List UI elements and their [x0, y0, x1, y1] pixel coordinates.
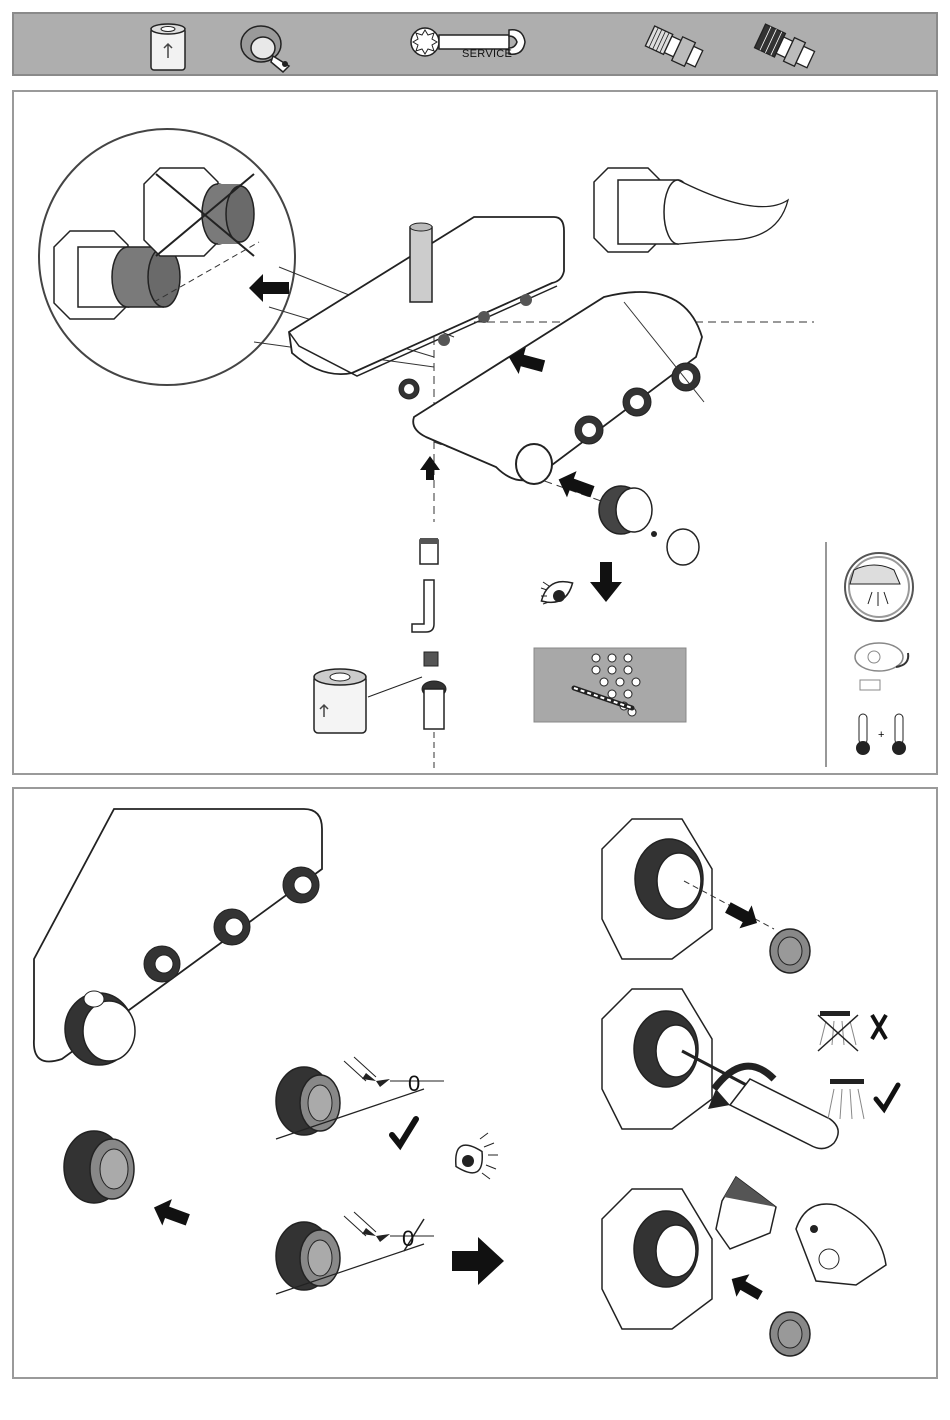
spray-off-icon	[818, 1011, 886, 1051]
grease-tube-icon	[151, 24, 185, 70]
cartridge-icon	[645, 24, 705, 70]
filter-detail	[534, 648, 686, 722]
knob-gap-bad	[276, 1212, 434, 1294]
cartridge-alt-icon	[755, 24, 817, 71]
reassembly-step	[602, 1177, 886, 1356]
panel2-illustration	[14, 789, 938, 1379]
spray-on-icon	[828, 1079, 898, 1119]
panel-cartridge-removal: +	[12, 90, 938, 775]
tool-stack	[412, 456, 446, 772]
service-label: SERVICE	[462, 48, 512, 60]
inspect-eye-icon	[537, 575, 577, 609]
panel1-illustration: +	[14, 92, 938, 775]
check-mark-icon	[392, 1119, 416, 1145]
shower-head-icon	[845, 553, 913, 621]
thermometer-hot-cold-icon: +	[856, 714, 906, 755]
cartridge-tool-icon	[241, 26, 289, 72]
knob-gap-ok	[276, 1057, 444, 1139]
down-arrow-icon	[590, 562, 622, 602]
knob-insert-left	[64, 1131, 193, 1233]
gap-bad-label: 0	[402, 1226, 414, 1252]
next-step-arrow-icon	[452, 1237, 504, 1285]
detail-magnifier	[39, 129, 295, 385]
inspect-eye-icon-2	[449, 1133, 498, 1179]
gap-ok-label: 0	[408, 1071, 420, 1097]
grease-tube-illustration	[314, 669, 422, 733]
screwdriver-step	[602, 989, 838, 1149]
filter-rotate-icon	[855, 643, 908, 690]
thermostat-front	[34, 809, 322, 1065]
header-icon-bar: SERVICE	[12, 12, 938, 76]
knob-exploded	[599, 486, 699, 565]
cartridge-top-right	[594, 168, 788, 252]
svg-text:+: +	[878, 729, 884, 741]
panel-knob-adjustment: 0 0	[12, 787, 938, 1379]
cap-removal-step	[602, 819, 810, 973]
header-icons	[14, 14, 940, 78]
